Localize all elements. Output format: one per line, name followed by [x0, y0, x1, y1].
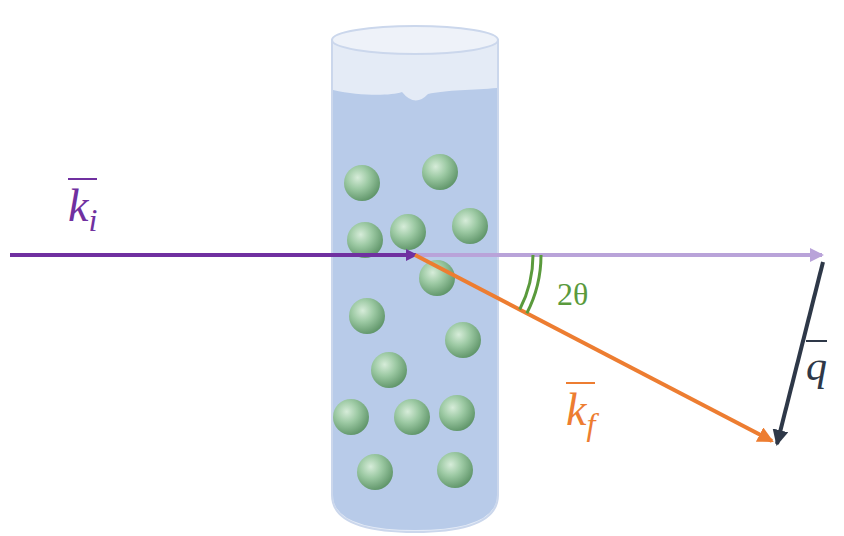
overbar: kf	[566, 382, 595, 433]
scattered-wavevector-label: kf	[566, 382, 595, 433]
subscript: f	[586, 406, 595, 442]
angle-arc	[520, 255, 541, 313]
symbol: k	[566, 384, 586, 435]
angle-label: 2θ	[557, 278, 588, 310]
overbar: ki	[68, 178, 97, 229]
incident-beam	[10, 253, 416, 257]
particles	[333, 154, 488, 490]
overbar: q	[806, 340, 827, 387]
symbol: k	[68, 180, 88, 231]
subscript: i	[88, 202, 97, 238]
transmitted-beam	[415, 253, 822, 257]
scattering-vector-label: q	[806, 340, 827, 387]
incident-wavevector-label: ki	[68, 178, 97, 229]
scattered-beam	[415, 255, 772, 441]
test-tube	[332, 26, 498, 532]
